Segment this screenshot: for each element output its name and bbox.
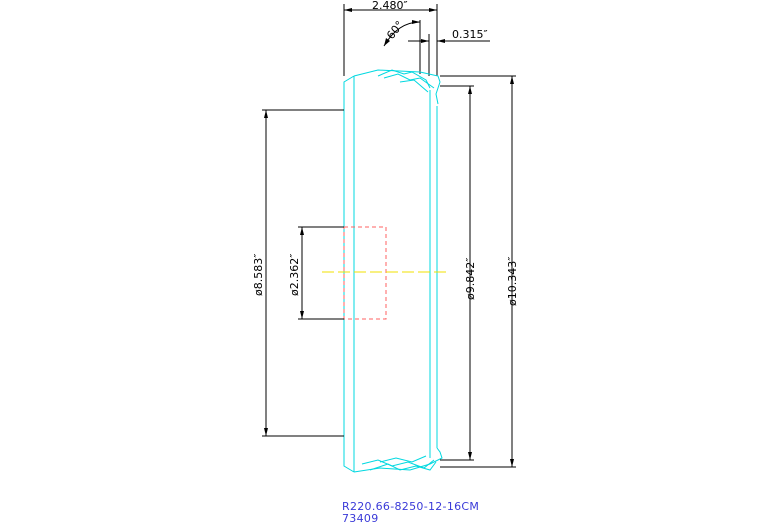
inner-diameter-label: ø9.842″: [464, 258, 477, 300]
inner-diameter-dimension: ø9.842″: [440, 85, 477, 461]
outer-diameter-label: ø10.343″: [506, 257, 519, 306]
bore-diameter-dimension: ø8.583″: [252, 109, 344, 437]
angle-dimension: 60°: [383, 18, 421, 74]
item-number-caption: 73409: [342, 512, 379, 525]
hole-diameter-label: ø2.362″: [288, 254, 301, 296]
angle-dimension-label: 60°: [384, 18, 406, 41]
part-outline: [343, 69, 443, 473]
part-number-caption: R220.66-8250-12-16CM: [342, 500, 480, 513]
hidden-bore: [343, 226, 387, 320]
outer-diameter-dimension: ø10.343″: [440, 75, 519, 468]
hole-diameter-dimension: ø2.362″: [288, 226, 344, 320]
width-dimension: 2.480″: [343, 0, 438, 76]
offset-dimension: 0.315″: [408, 28, 490, 76]
offset-dimension-label: 0.315″: [452, 28, 488, 41]
width-dimension-label: 2.480″: [372, 0, 408, 12]
bore-diameter-label: ø8.583″: [252, 254, 265, 296]
